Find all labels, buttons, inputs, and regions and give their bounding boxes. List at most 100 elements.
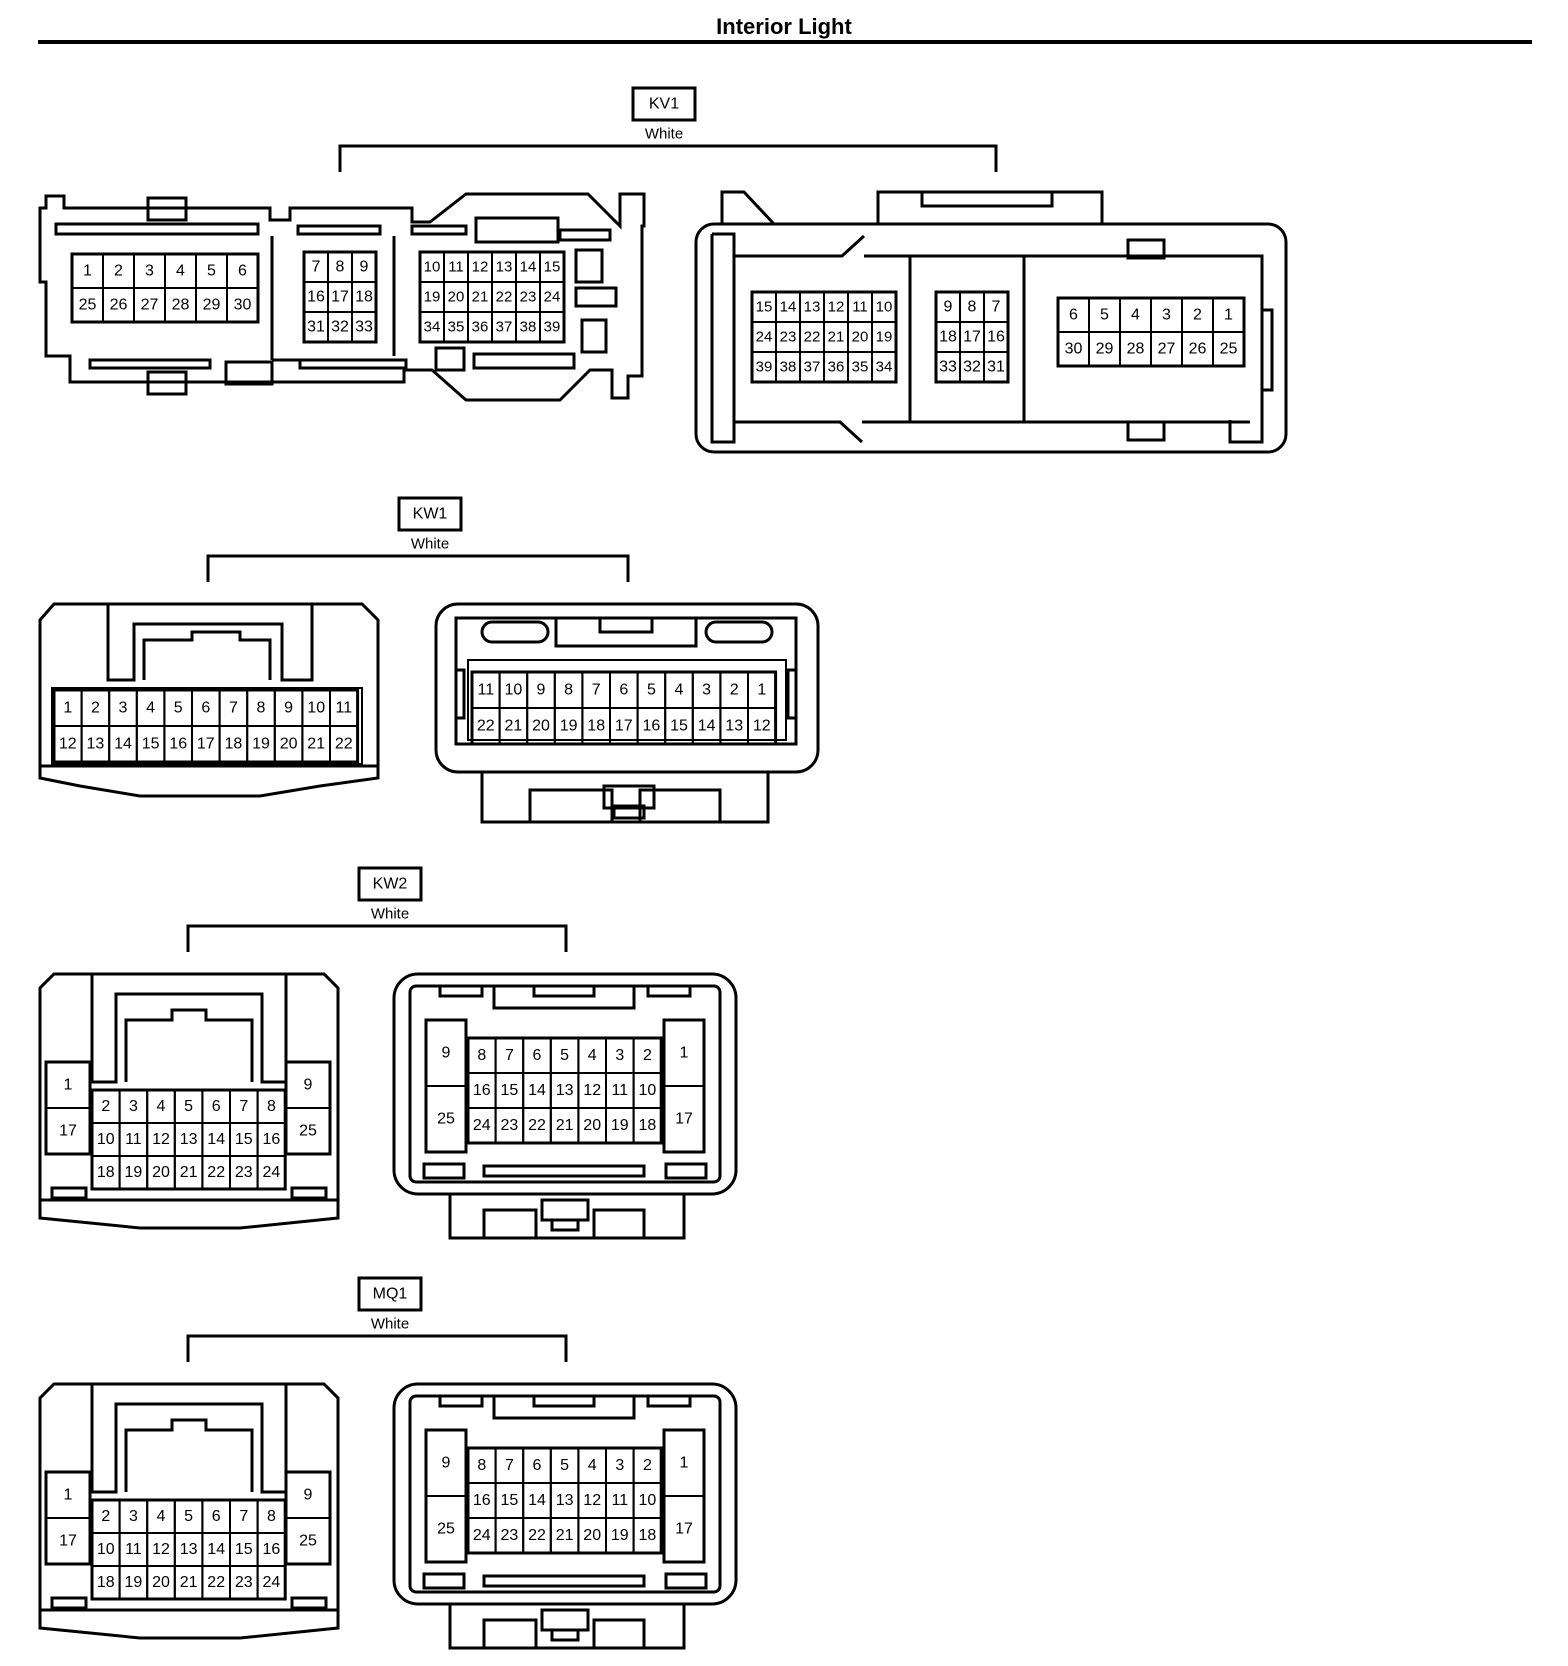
pin-number: 2 (730, 682, 739, 699)
pin-cell (1212, 331, 1245, 367)
pin-cell (747, 707, 777, 745)
cavity-frame (51, 687, 363, 765)
pin-number: 22 (804, 329, 821, 346)
pin-cell (539, 311, 565, 343)
pin-number: 25 (437, 1111, 455, 1128)
pin-number: 21 (307, 736, 325, 753)
pin-number: 3 (615, 1047, 624, 1064)
pin-number: 1 (1224, 307, 1233, 324)
pin-number: 38 (780, 359, 797, 376)
pin-number: 7 (239, 1098, 248, 1115)
pin-number: 4 (588, 1047, 597, 1064)
pin-number: 18 (97, 1164, 115, 1181)
pin-number: 8 (257, 700, 266, 717)
pin-number: 7 (992, 299, 1001, 316)
lock-tab (592, 1208, 646, 1238)
pin-number: 19 (611, 1117, 629, 1134)
pin-number: 6 (533, 1457, 542, 1474)
pin-number: 29 (1096, 341, 1114, 358)
pin-number: 20 (152, 1574, 170, 1591)
pin-number: 5 (184, 1098, 193, 1115)
pin-number: 3 (702, 682, 711, 699)
pin-number: 34 (876, 359, 893, 376)
pin-number: 14 (528, 1082, 546, 1099)
lock-slot (224, 360, 274, 386)
connector-housing (38, 192, 646, 402)
lock-latch (540, 1608, 590, 1632)
pin-number: 19 (125, 1574, 143, 1591)
latch-frame (90, 974, 288, 1084)
pin-number: 36 (472, 319, 489, 336)
pin-number: 26 (1189, 341, 1207, 358)
foot (50, 1596, 88, 1610)
pin-number: 22 (496, 289, 513, 306)
pin-number: 22 (477, 718, 495, 735)
pin-number: 19 (252, 736, 270, 753)
pin-number: 12 (828, 299, 845, 316)
pin-number: 6 (1069, 307, 1078, 324)
pin-number: 19 (876, 329, 893, 346)
pin-number: 37 (496, 319, 513, 336)
pin-number: 9 (442, 1455, 451, 1472)
side-slot (434, 346, 466, 372)
pin-number: 5 (560, 1457, 569, 1474)
lock-latch (550, 1628, 580, 1642)
pin-number: 11 (477, 682, 494, 699)
pin-cell (256, 1155, 287, 1190)
pin-number: 21 (505, 718, 523, 735)
pin-number: 16 (473, 1082, 491, 1099)
pin-number: 17 (615, 718, 633, 735)
pin-number: 14 (780, 299, 797, 316)
pin-number: 3 (1162, 307, 1171, 324)
pin-number: 13 (87, 736, 105, 753)
latch-frame (124, 1418, 254, 1492)
pin-number: 7 (505, 1457, 514, 1474)
pin-number: 21 (472, 289, 489, 306)
pin-number: 25 (437, 1521, 455, 1538)
pin-number: 27 (1158, 341, 1176, 358)
lock-tab (592, 1618, 646, 1648)
pin-number: 10 (639, 1492, 657, 1509)
pin-number: 17 (331, 289, 349, 306)
pin-number: 30 (234, 297, 252, 314)
pin-number: 13 (804, 299, 821, 316)
pin-number: 16 (263, 1131, 281, 1148)
pin-number: 8 (564, 682, 573, 699)
connector-color: White (645, 126, 683, 143)
pin-number: 16 (643, 718, 661, 735)
pin-number: 22 (335, 736, 353, 753)
pin-number: 13 (180, 1541, 198, 1558)
pin-number: 23 (780, 329, 797, 346)
latch-tab (532, 984, 596, 998)
connector-housing (392, 972, 738, 1196)
pin-number: 15 (501, 1492, 519, 1509)
pin-number: 30 (1065, 341, 1083, 358)
pin-cell (329, 725, 359, 763)
connector-housing (38, 972, 340, 1230)
pin-cell (256, 1565, 287, 1600)
rib (664, 1162, 708, 1180)
connector-code: KW1 (413, 506, 448, 523)
pin-number: 18 (639, 1117, 657, 1134)
pin-number: 16 (987, 329, 1005, 346)
pin-number: 6 (201, 700, 210, 717)
lock-housing (448, 1604, 686, 1650)
pin-number: 24 (473, 1527, 491, 1544)
latch-frame (492, 1396, 636, 1420)
pin-number: 18 (587, 718, 605, 735)
pin-number: 27 (141, 297, 159, 314)
pin-number: 37 (804, 359, 821, 376)
pin-number: 22 (207, 1574, 225, 1591)
pin-number: 14 (114, 736, 132, 753)
pin-number: 15 (501, 1082, 519, 1099)
rib (482, 1574, 646, 1588)
connector-code-box (397, 496, 463, 532)
lock-tab (638, 788, 722, 822)
latch-tab (598, 616, 654, 634)
rib (54, 222, 260, 236)
